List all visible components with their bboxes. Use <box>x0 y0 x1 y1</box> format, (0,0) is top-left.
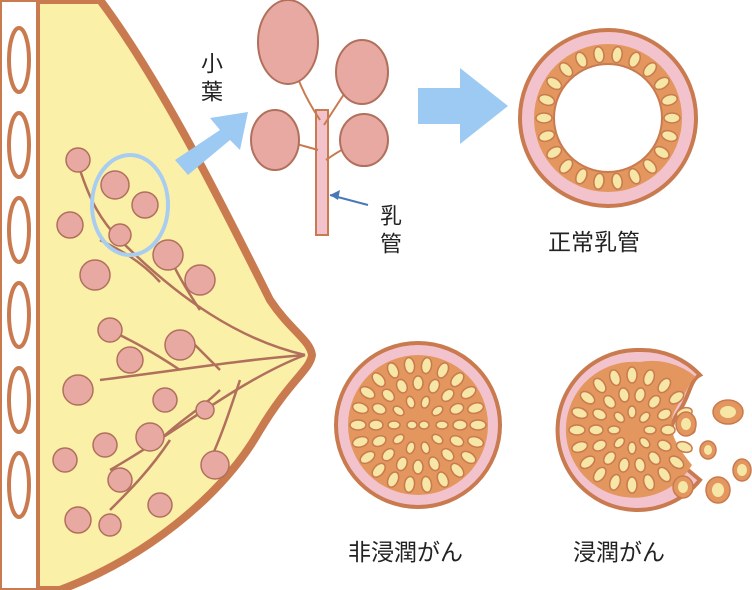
cell-nucleus <box>470 420 486 430</box>
cell-nucleus <box>453 420 467 430</box>
non-invasive-cancer-cross-section <box>336 343 500 507</box>
cell-nucleus <box>350 420 366 430</box>
cell-nucleus <box>628 406 636 418</box>
cell-nucleus <box>536 113 552 123</box>
cell-nucleus <box>419 421 429 429</box>
cell-nucleus <box>436 421 448 429</box>
cell-nucleus <box>644 426 656 434</box>
arrow-to-normal-duct <box>418 68 508 144</box>
invasive-cancer-label: 浸潤がん <box>573 542 665 565</box>
normal-duct-label: 正常乳管 <box>548 232 640 255</box>
cell-nucleus <box>627 367 637 383</box>
cell-nucleus <box>388 421 400 429</box>
cell-nucleus <box>664 113 680 123</box>
cell-nucleus <box>407 421 417 429</box>
lobule-label: 小葉 <box>193 52 225 108</box>
cell-nucleus <box>627 477 637 493</box>
invasive-cancer-cross-section <box>558 350 751 510</box>
cell-nucleus <box>413 460 423 474</box>
cell-nucleus <box>569 425 585 435</box>
cell-nucleus <box>661 425 675 435</box>
cell-nucleus <box>369 420 383 430</box>
cell-nucleus <box>628 442 636 454</box>
cell-nucleus <box>413 376 423 390</box>
cell-nucleus <box>589 425 603 435</box>
duct-label: 乳管 <box>372 204 404 260</box>
breast-cross-section <box>0 0 312 590</box>
cell-nucleus <box>608 426 620 434</box>
lobule-detail <box>251 0 388 235</box>
normal-duct-cross-section <box>520 30 696 206</box>
non-invasive-cancer-label: 非浸潤がん <box>348 542 463 565</box>
